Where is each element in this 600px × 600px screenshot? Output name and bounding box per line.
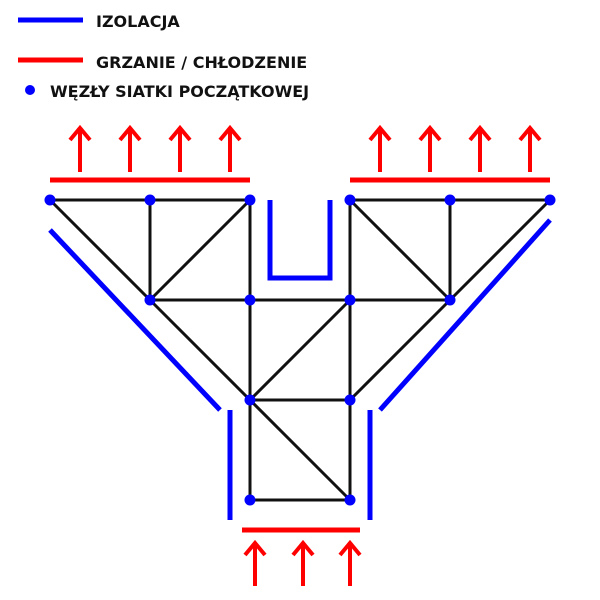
mesh-node [144,194,156,206]
mesh-node [244,394,256,406]
heat-flux-arrow-icon [243,539,267,586]
heat-flux-arrow-icon [338,539,362,586]
heat-flux-arrow-icon [68,124,92,172]
insulation-boundaries [48,200,552,520]
insulation-slot [267,200,333,281]
mesh-edge [148,298,252,402]
mesh-edge [348,198,452,302]
legend-nodes-label: WĘZŁY SIATKI POCZĄTKOWEJ [50,82,309,101]
mesh-node [244,294,256,306]
mesh-node [344,294,356,306]
heat-flux-arrow-icon [218,124,242,172]
mesh-edge [248,398,352,502]
heat-flux-arrow-icon [168,124,192,172]
heating-boundaries [50,124,550,586]
mesh-node [44,194,56,206]
heat-flux-arrow-icon [118,124,142,172]
heat-flux-arrow-icon [518,124,542,172]
mesh-node [244,494,256,506]
mesh-node [344,394,356,406]
mesh-node [544,194,556,206]
insulation-line [378,218,552,412]
mesh-node [344,194,356,206]
mesh-node [144,294,156,306]
mesh-edge [148,198,252,302]
mesh-edge [448,198,552,302]
heat-flux-arrow-icon [291,539,315,586]
mesh-edge [48,198,152,302]
legend-node-swatch [25,85,35,95]
mesh-nodes [44,194,556,506]
legend: IZOLACJA GRZANIE / CHŁODZENIE WĘZŁY SIAT… [18,12,309,101]
heat-flux-arrow-icon [468,124,492,172]
mesh-node [444,294,456,306]
legend-insulation-label: IZOLACJA [96,12,180,31]
legend-heating-label: GRZANIE / CHŁODZENIE [96,53,307,72]
heat-flux-arrow-icon [368,124,392,172]
mesh-edge [348,298,452,402]
mesh-edge [248,298,352,402]
mesh-node [344,494,356,506]
mesh-node [444,194,456,206]
mesh-node [244,194,256,206]
insulation-line [48,228,222,412]
mesh-edges [48,198,552,502]
heat-flux-arrow-icon [418,124,442,172]
